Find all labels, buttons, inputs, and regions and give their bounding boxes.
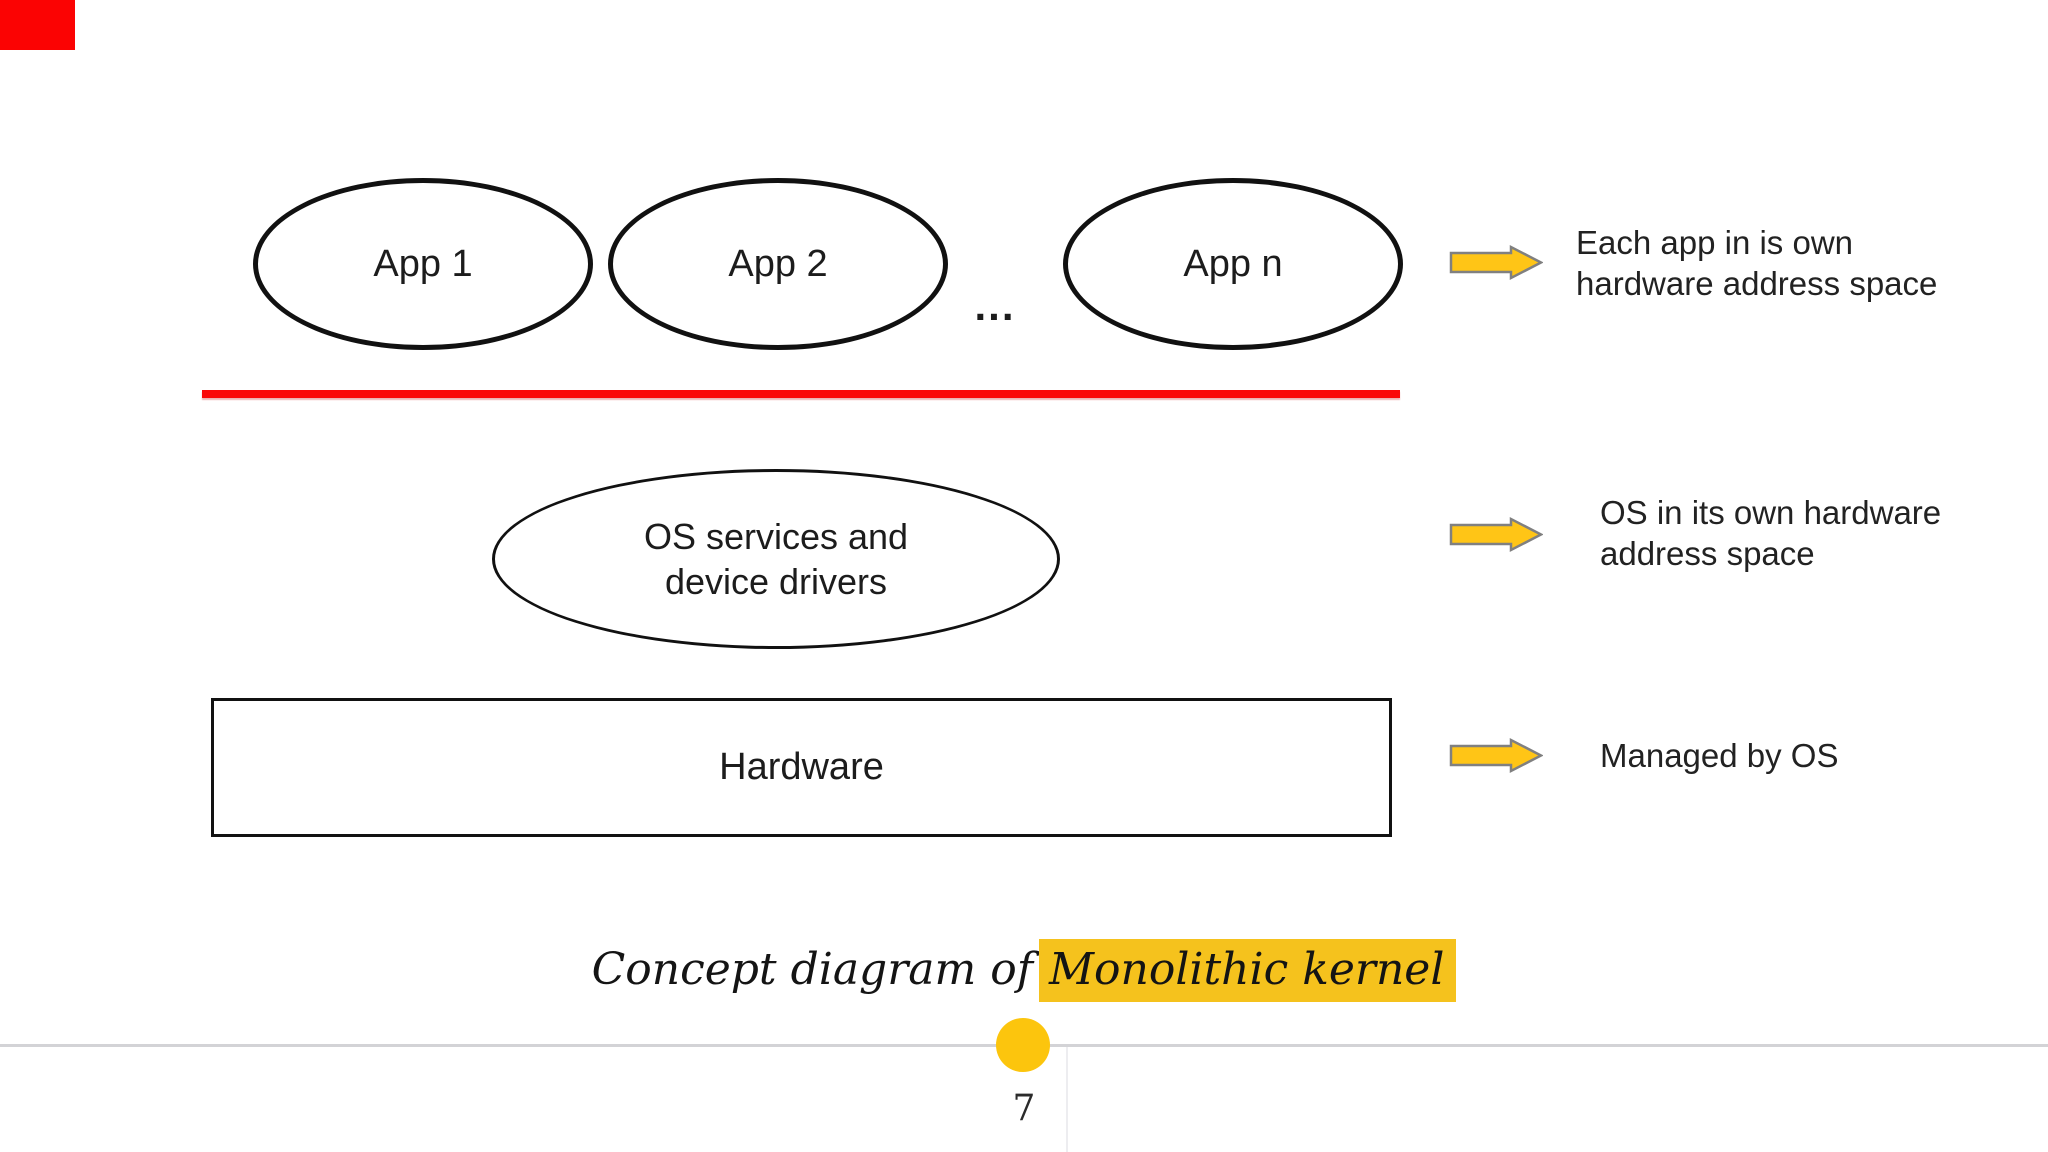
app-n-label: App n [1183, 242, 1283, 285]
caption-highlighted-term: Monolithic kernel [1038, 939, 1457, 1002]
os-services-label-line1: OS services and [643, 516, 909, 557]
hardware-box: Hardware [211, 698, 1392, 837]
hardware-label: Hardware [719, 746, 884, 788]
annotation-managed-line1: Managed by OS [1600, 737, 1839, 774]
annotation-os-space: OS in its own hardware address space [1600, 492, 1941, 574]
app-1-label: App 1 [373, 242, 473, 285]
annotation-each-app: Each app in is own hardware address spac… [1576, 222, 1937, 304]
app-2-ellipse: App 2 [608, 178, 948, 350]
app-n-ellipse: App n [1063, 178, 1403, 350]
page-number: 7 [1012, 1088, 1036, 1129]
annotation-each-app-line2: hardware address space [1576, 265, 1938, 302]
apps-ellipsis: ... [974, 282, 1016, 329]
progress-marker-dot[interactable] [996, 1018, 1050, 1072]
arrow-icon-managed [1449, 737, 1543, 774]
user-kernel-separator-line [202, 390, 1400, 398]
os-services-label-line2: device drivers [664, 561, 888, 602]
annotation-os-space-line1: OS in its own hardware [1600, 494, 1942, 531]
app-2-label: App 2 [728, 242, 828, 285]
annotation-each-app-line1: Each app in is own [1576, 224, 1854, 261]
caption-prefix: Concept diagram of [591, 944, 1033, 995]
footer-vertical-line [1066, 1047, 1068, 1152]
os-services-ellipse: OS services and device drivers [492, 469, 1060, 649]
arrow-icon-each-app [1449, 244, 1543, 281]
arrow-icon-os-space [1449, 516, 1543, 553]
corner-accent-rect [0, 0, 75, 50]
annotation-managed: Managed by OS [1600, 735, 1838, 776]
app-1-ellipse: App 1 [253, 178, 593, 350]
annotation-os-space-line2: address space [1600, 535, 1815, 572]
